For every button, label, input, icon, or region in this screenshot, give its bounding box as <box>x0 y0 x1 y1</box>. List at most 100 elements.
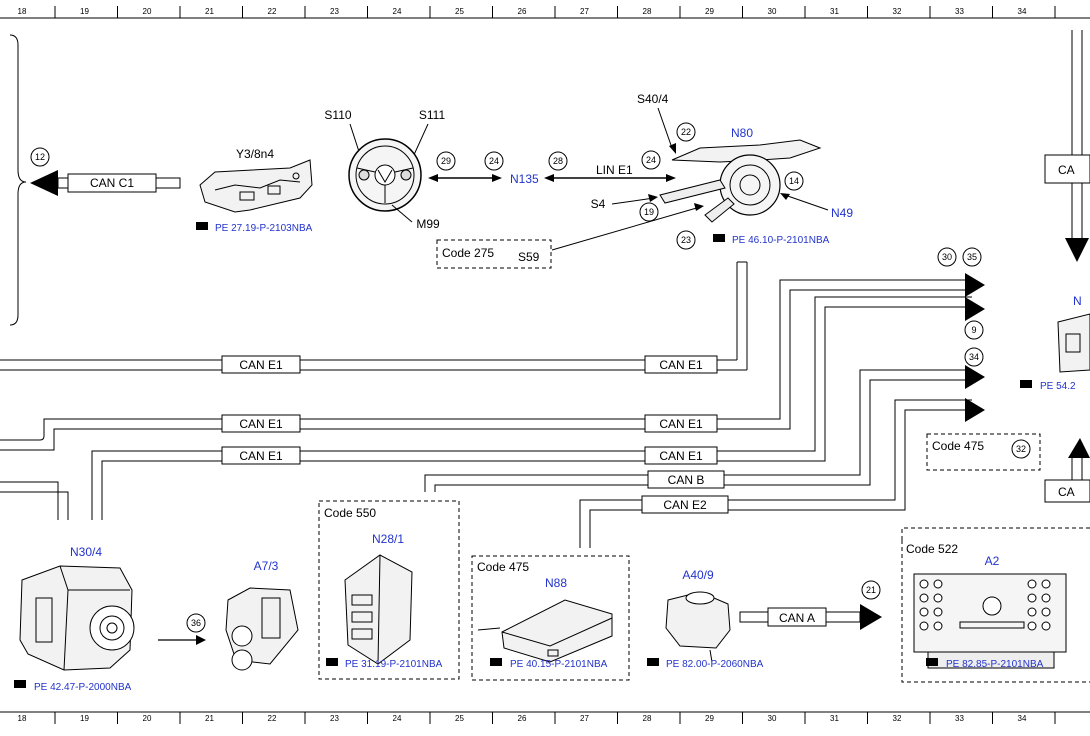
callout-30: 30 <box>937 247 957 267</box>
can-b-label: CAN B <box>647 470 725 489</box>
ruler-number: 20 <box>143 7 152 16</box>
svg-text:14: 14 <box>789 176 799 186</box>
svg-text:Code 275: Code 275 <box>442 246 494 260</box>
svg-text:A2: A2 <box>985 554 1000 568</box>
callout-28: 28 <box>548 151 568 171</box>
code-550-box: Code 550 N28/1 <box>318 500 460 680</box>
svg-text:M99: M99 <box>416 217 440 231</box>
svg-text:CA: CA <box>1058 163 1075 177</box>
ruler-number: 30 <box>768 7 777 16</box>
ruler-number: 32 <box>893 714 902 723</box>
ruler-number: 18 <box>18 714 27 723</box>
n30-4-module: N30/4 <box>19 545 135 671</box>
radio-button-knob <box>1041 607 1051 617</box>
can-c1-bus: CAN C1 <box>30 170 181 196</box>
ruler-number: 20 <box>143 714 152 723</box>
radio-button-knob <box>1027 607 1037 617</box>
y3-8n4-module: Y3/8n4 <box>199 147 313 213</box>
callout-24a: 24 <box>484 151 504 171</box>
arrow-wheel-n135 <box>428 174 502 182</box>
ruler-number: 26 <box>518 714 527 723</box>
svg-text:S110: S110 <box>324 108 351 122</box>
can-e1-label-3b: CAN E1 <box>644 446 718 465</box>
left-bracket <box>9 34 27 326</box>
svg-text:N30/4: N30/4 <box>70 545 102 559</box>
ref-pe-27-19: PE 27.19-P-2103NBA <box>196 222 313 234</box>
can-e1-label-1b: CAN E1 <box>644 355 718 374</box>
radio-button-knob <box>919 621 929 631</box>
ruler-number: 27 <box>580 714 589 723</box>
bus-lines <box>0 261 972 548</box>
ruler-number: 23 <box>330 7 339 16</box>
a7-3-component: A7/3 <box>225 559 299 671</box>
ruler-number: 23 <box>330 714 339 723</box>
ruler-number: 32 <box>893 7 902 16</box>
svg-text:PE 42.47-P-2000NBA: PE 42.47-P-2000NBA <box>34 682 132 693</box>
ruler-number: 19 <box>80 714 89 723</box>
svg-text:N28/1: N28/1 <box>372 532 404 546</box>
svg-text:CAN E2: CAN E2 <box>663 498 707 512</box>
svg-text:CAN E1: CAN E1 <box>659 417 703 431</box>
svg-text:PE 27.19-P-2103NBA: PE 27.19-P-2103NBA <box>215 223 313 234</box>
svg-text:A40/9: A40/9 <box>682 568 714 582</box>
n135-label: N135 <box>510 172 539 186</box>
svg-text:PE 46.10-P-2101NBA: PE 46.10-P-2101NBA <box>732 235 830 246</box>
svg-text:PE 82.85-P-2101NBA: PE 82.85-P-2101NBA <box>946 659 1044 670</box>
ruler-number: 34 <box>1018 714 1027 723</box>
radio-button-knob <box>1027 621 1037 631</box>
svg-text:24: 24 <box>489 156 499 166</box>
ruler-number: 19 <box>80 7 89 16</box>
svg-text:23: 23 <box>681 235 691 245</box>
svg-text:S59: S59 <box>518 250 540 264</box>
svg-text:24: 24 <box>646 155 656 165</box>
callout-9: 9 <box>964 320 984 340</box>
svg-text:CAN E1: CAN E1 <box>239 358 283 372</box>
ruler-number: 22 <box>268 7 277 16</box>
svg-text:CAN E1: CAN E1 <box>239 417 283 431</box>
svg-text:Y3/8n4: Y3/8n4 <box>236 147 274 161</box>
ref-pe-42-47: PE 42.47-P-2000NBA <box>14 680 132 693</box>
bus-arrowheads <box>965 273 985 422</box>
svg-text:19: 19 <box>644 207 654 217</box>
radio-button-knob <box>1041 579 1051 589</box>
svg-text:32: 32 <box>1016 444 1026 454</box>
svg-text:36: 36 <box>191 618 201 628</box>
svg-text:Code 475: Code 475 <box>477 560 529 574</box>
svg-text:21: 21 <box>866 585 876 595</box>
radio-button-knob <box>933 621 943 631</box>
radio-button-knob <box>933 579 943 589</box>
callout-35: 35 <box>962 247 982 267</box>
ruler-number: 25 <box>455 714 464 723</box>
can-e1-label-2b: CAN E1 <box>644 414 718 433</box>
radio-button-knob <box>1041 621 1051 631</box>
svg-text:S4: S4 <box>591 197 606 211</box>
n80-module: S40/4 22 N80 24 14 N49 S4 19 23 <box>591 92 853 250</box>
ref-pe-46-10: PE 46.10-P-2101NBA <box>713 234 830 246</box>
svg-text:12: 12 <box>35 152 45 162</box>
svg-text:22: 22 <box>681 127 691 137</box>
callout-34: 34 <box>964 347 984 367</box>
ruler-number: 30 <box>768 714 777 723</box>
ruler-number: 31 <box>830 714 839 723</box>
callout-29: 29 <box>436 151 456 171</box>
ruler-number: 21 <box>205 714 214 723</box>
svg-text:N49: N49 <box>831 206 853 220</box>
svg-text:N: N <box>1073 294 1082 308</box>
ruler-number: 22 <box>268 714 277 723</box>
svg-text:PE 31.19-P-2101NBA: PE 31.19-P-2101NBA <box>345 659 443 670</box>
a40-9-component: A40/9 <box>665 568 731 663</box>
right-edge-can-box-top: CA <box>1044 30 1090 262</box>
right-edge-can-box-bottom: CA <box>1044 438 1090 503</box>
ruler-number: 24 <box>393 7 402 16</box>
can-e1-label-3a: CAN E1 <box>221 446 301 465</box>
svg-text:CAN E1: CAN E1 <box>659 358 703 372</box>
ref-pe-82-00: PE 82.00-P-2060NBA <box>647 658 764 670</box>
svg-text:S111: S111 <box>419 108 446 122</box>
svg-text:S40/4: S40/4 <box>637 92 669 106</box>
svg-text:9: 9 <box>971 325 976 335</box>
callout-12: 12 <box>30 147 50 167</box>
code-475-box-n88: Code 475 N88 <box>471 555 630 681</box>
radio-button-knob <box>933 593 943 603</box>
